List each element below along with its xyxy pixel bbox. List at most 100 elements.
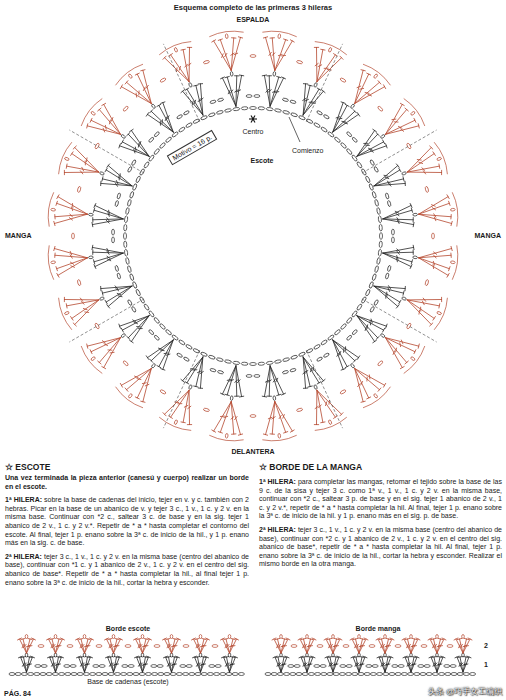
stitch-line [158,348,162,349]
stitch-line [79,656,83,658]
stitch-line [157,104,161,106]
stitch-line [200,372,203,374]
stitch-line [357,316,378,338]
stitch-line [116,181,118,185]
stitch-line [268,417,272,418]
stitch-line [93,218,123,220]
chain-stitch [302,673,308,676]
stitch-line [166,354,170,355]
stitch-line [340,56,343,59]
scallop [48,245,54,279]
stitch-line [56,201,57,205]
stitch-line [28,638,32,639]
chain-stitch [224,359,231,363]
stitch-line [98,361,101,364]
stitch-line [334,416,338,418]
motif-divider [69,130,143,173]
stitch-line [220,416,224,417]
stitch-line [384,85,386,89]
chain-stitch [217,98,224,102]
chain-stitch [132,281,137,288]
stitch-line [73,146,76,149]
stitch-line [399,168,401,172]
stitch-line [411,639,418,653]
chain-stitch [278,34,281,39]
stitch-line [64,297,65,301]
stitch-line [314,424,318,425]
stitch-line [143,657,149,672]
stitch-line [383,205,411,218]
stitch-line [355,368,380,389]
page-title: Esquema completo de las primeras 3 hiler… [174,3,332,12]
chain-stitch [230,71,233,76]
stitch-line [120,383,122,387]
scallop [315,42,347,55]
stitch-line [236,75,242,106]
stitch-line [333,340,343,369]
chain-stitch [451,673,457,676]
stitch-line [353,638,357,639]
stitch-line [361,381,363,385]
chain-stitch [334,136,341,143]
stitch-line [231,53,234,55]
stitch-line [401,340,403,344]
stitch-line [163,103,173,132]
stitch-line [386,638,390,639]
chain-stitch [250,107,257,110]
stitch-line [128,134,149,156]
stitch-line [419,258,449,276]
chain-stitch [21,673,27,676]
stitch-line [367,397,371,399]
chain-stitch [413,256,418,259]
stitch-line [88,656,92,658]
stitch-line [107,639,114,653]
stitch-line [355,368,369,397]
stitch-line [333,111,355,132]
stitch-line [212,40,216,42]
stitch-line [108,638,112,639]
section-label: MANGA [475,231,501,240]
chain-stitch [148,137,154,143]
chain-stitch [410,653,413,657]
stitch-line [118,295,122,297]
stitch-line [327,657,333,672]
stitch-line [308,386,312,387]
stitch-line [21,657,27,672]
chain-stitch [160,77,167,82]
stitch-line [408,639,412,653]
motif-label: Motivo = 16 p. [171,133,213,161]
chain-stitch [99,665,105,668]
stitch-line [166,638,170,639]
chain-stitch [282,98,289,102]
stitch-line [384,175,388,177]
stitch-line [355,87,385,104]
chain-stitch [383,673,389,676]
chain-stitch [323,114,330,119]
chain-stitch [135,176,141,183]
row-number: 2 [484,641,488,650]
stitch-line [365,145,369,146]
chain-stitch [64,665,70,668]
stitch-line [279,415,281,418]
stitch-line [441,297,442,301]
chain-stitch [352,329,358,335]
stitch-line [172,657,178,672]
stitch-line [198,83,202,84]
stitch-line [82,167,84,171]
chain-stitch [296,408,303,412]
chain-stitch [83,653,86,657]
stitch-line [57,638,61,639]
stitch-line [272,417,275,419]
stitch-line [54,246,55,250]
chain-stitch [321,673,327,676]
stitch-line [307,639,314,653]
chain-stitch [306,635,309,639]
stitch-line [442,638,446,640]
stitch-line [148,638,152,640]
stitch-line [82,657,85,672]
stitch-line [333,340,347,367]
stitch-line [411,260,412,264]
chain-stitch [401,673,407,676]
stitch-line [137,378,141,380]
